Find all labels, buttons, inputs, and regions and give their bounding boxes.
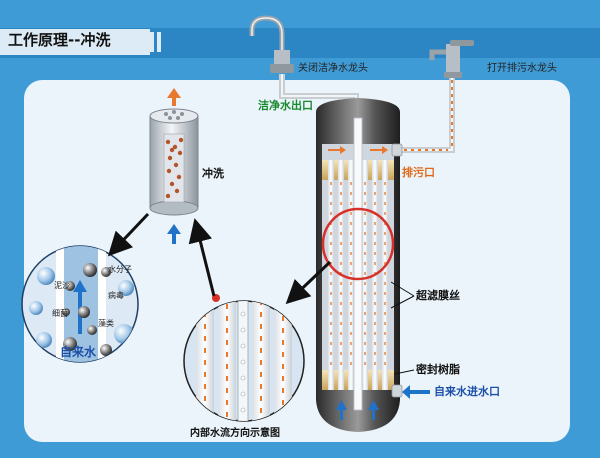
internal-flow-caption: 内部水流方向示意图	[190, 428, 280, 439]
inlet-arrow	[402, 385, 430, 399]
drain-outlet-label: 排污口	[402, 166, 435, 179]
inlet-nozzle	[391, 384, 403, 398]
sediment-label: 泥沙	[54, 281, 70, 290]
highlight-circle	[321, 207, 395, 281]
virus-label: 病毒	[108, 291, 124, 300]
seal-resin-label: 密封树脂	[416, 363, 460, 376]
tap-inlet-label: 自来水进水口	[434, 385, 500, 398]
drain-faucet-icon	[429, 40, 474, 78]
clean-water-faucet-icon	[249, 15, 294, 73]
flush-label: 冲洗	[202, 167, 224, 180]
uf-fiber-label: 超滤膜丝	[416, 289, 460, 302]
internal-flow-zoom	[183, 294, 305, 422]
tap-water-label: 自来水	[60, 345, 97, 359]
zoom-to-cartridge-arrow	[188, 218, 216, 297]
drain-pipe	[398, 78, 455, 153]
flush-cartridge	[149, 88, 199, 244]
clean-outlet-label: 洁净水出口	[258, 99, 313, 112]
close-clean-tap-label: 关闭洁净水龙头	[298, 63, 368, 74]
cartridge-to-magnifier-arrow	[107, 212, 150, 257]
zoom-arrow	[285, 260, 332, 305]
open-drain-tap-label: 打开排污水龙头	[487, 63, 557, 74]
bacteria-label: 细菌	[52, 309, 68, 318]
center-tube	[353, 117, 363, 411]
water-molecule-label: 水分子	[108, 265, 132, 274]
page-title: 工作原理--冲洗	[8, 31, 111, 49]
uf-fiber-leaders	[390, 281, 415, 375]
magnifier-view	[21, 245, 139, 363]
header-bar	[0, 28, 600, 58]
algae-label: 藻类	[98, 319, 114, 328]
